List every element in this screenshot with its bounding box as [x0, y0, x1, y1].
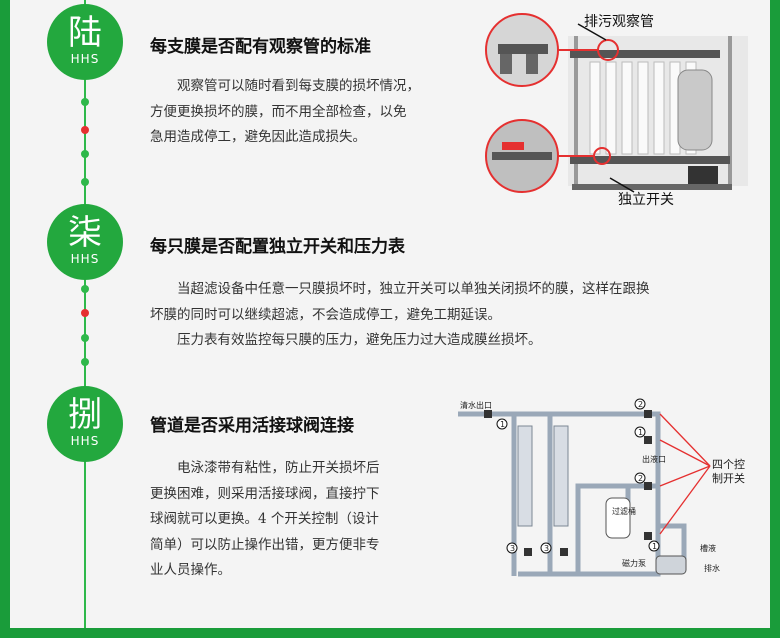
text-line: 电泳漆带有粘性，防止开关损坏后	[177, 460, 380, 476]
timeline-dot	[81, 150, 89, 158]
section-badge-6: 陆 HHS	[47, 4, 123, 80]
text-line: 方便更换损坏的膜，而不用全部检查，以免	[150, 103, 407, 120]
text-line: 坏膜的同时可以继续超滤，不会造成停工，避免工期延误。	[150, 306, 501, 323]
section-title-6: 每支膜是否配有观察管的标准	[150, 37, 371, 57]
text-line: 简单）可以防止操作出错，更方便非专	[150, 536, 380, 553]
badge-char: 捌	[68, 395, 102, 435]
timeline-dot	[81, 178, 89, 186]
label-pump: 磁力泵	[622, 558, 646, 568]
badge-char: 陆	[68, 13, 102, 53]
timeline-dot-red	[81, 309, 89, 317]
text-line: 急用造成停工，避免因此造成损失。	[150, 129, 366, 145]
section-title-8: 管道是否采用活接球阀连接	[150, 416, 354, 436]
marker-1: 1	[652, 542, 657, 551]
badge-sub: HHS	[70, 434, 100, 448]
section-text-7: 当超滤设备中任意一只膜损坏时，独立开关可以单独关闭损坏的膜，这样在跟换 坏膜的同…	[150, 277, 750, 354]
label-drain-tube: 排污观察管	[584, 13, 654, 30]
marker-2: 2	[638, 474, 643, 483]
timeline-dot-red	[81, 126, 89, 134]
section-title-7: 每只膜是否配置独立开关和压力表	[150, 237, 405, 257]
marker-1: 1	[500, 420, 505, 429]
timeline-dot	[81, 334, 89, 342]
timeline-dot	[81, 358, 89, 366]
section-badge-7: 柒 HHS	[47, 204, 123, 280]
timeline-dot	[81, 285, 89, 293]
equipment-photo: 排污观察管 独立开关	[485, 13, 748, 208]
marker-2: 2	[638, 400, 643, 409]
label-clean-water-out: 清水出口	[460, 400, 492, 410]
badge-char: 柒	[68, 213, 102, 253]
text-line: 业人员操作。	[150, 562, 231, 578]
timeline-dot	[81, 98, 89, 106]
label-four-switches-1: 四个控	[712, 457, 745, 471]
text-line: 压力表有效监控每只膜的压力，避免压力过大造成膜丝损坏。	[177, 332, 542, 348]
section-badge-8: 捌 HHS	[47, 386, 123, 462]
marker-3: 3	[544, 544, 549, 553]
section-text-8: 电泳漆带有粘性，防止开关损坏后 更换困难，则采用活接球阀，直接拧下 球阀就可以更…	[150, 456, 440, 584]
label-filter: 过滤桶	[612, 506, 636, 516]
marker-3: 3	[510, 544, 515, 553]
label-concentrate-out: 出液口	[642, 454, 666, 464]
text-line: 球阀就可以更换。4 个开关控制（设计	[150, 511, 379, 527]
content-panel: 陆 HHS 每支膜是否配有观察管的标准 观察管可以随时看到每支膜的损坏情况， 方…	[10, 0, 770, 628]
text-line: 当超滤设备中任意一只膜损坏时，独立开关可以单独关闭损坏的膜，这样在跟换	[177, 281, 650, 297]
marker-1: 1	[638, 428, 643, 437]
text-line: 更换困难，则采用活接球阀，直接拧下	[150, 485, 380, 502]
badge-sub: HHS	[70, 252, 100, 266]
section-text-6: 观察管可以随时看到每支膜的损坏情况， 方便更换损坏的膜，而不用全部检查，以免 急…	[150, 74, 470, 151]
text-line: 观察管可以随时看到每支膜的损坏情况，	[177, 78, 420, 94]
label-independent-switch: 独立开关	[618, 192, 674, 208]
label-four-switches-2: 制开关	[712, 471, 745, 485]
piping-diagram: 1 2 1 2 1 3 3 清水出口 出液口 过滤桶 磁力泵 槽液 排水 四个控…	[458, 398, 745, 577]
label-drain: 排水	[704, 563, 720, 573]
label-tank: 槽液	[700, 543, 716, 553]
badge-sub: HHS	[70, 52, 100, 66]
